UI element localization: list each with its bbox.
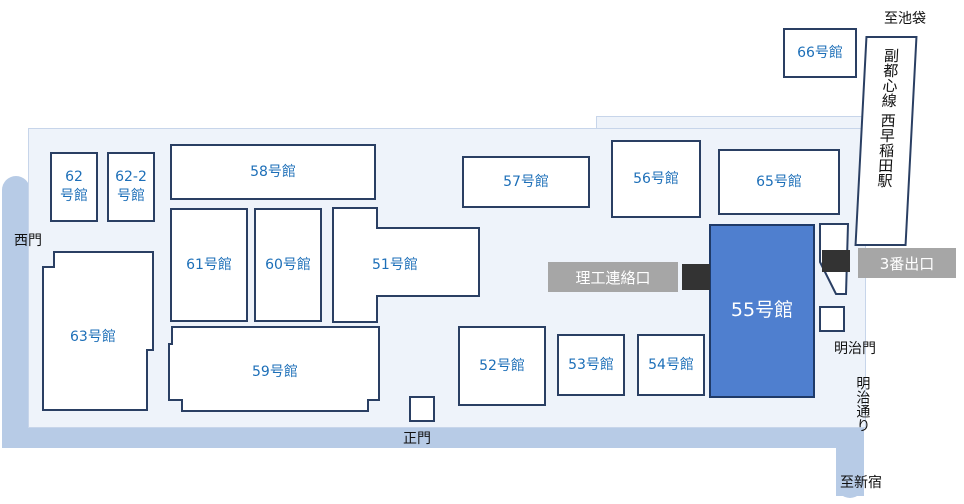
south-road [2, 426, 864, 448]
station-name: 副都心線 西早稲田駅 [875, 48, 901, 188]
building-51-outline [332, 207, 480, 323]
building-65[interactable]: 65号館 [718, 149, 840, 215]
building-51[interactable]: 51号館 [372, 257, 418, 273]
meiji-gate-box [819, 306, 845, 332]
west-road [2, 176, 30, 448]
building-59-outline [168, 326, 380, 412]
exit-3-label: 3番出口 [858, 248, 956, 278]
main-gate-box [409, 396, 435, 422]
west-gate-label: 西門 [14, 233, 42, 249]
riko-connector-passage [682, 264, 710, 290]
building-62-2[interactable]: 62-2 号館 [107, 152, 155, 222]
direction-south-label: 至新宿 [840, 475, 882, 491]
meiji-dori-road-end [836, 470, 864, 498]
building-57[interactable]: 57号館 [462, 156, 590, 208]
building-59[interactable]: 59号館 [252, 364, 298, 380]
building-63-outline [42, 251, 154, 411]
main-gate-label: 正門 [403, 431, 431, 447]
building-53[interactable]: 53号館 [557, 334, 625, 396]
exit-3-passage [822, 250, 850, 272]
building-58[interactable]: 58号館 [170, 144, 376, 200]
building-61[interactable]: 61号館 [170, 208, 248, 322]
building-56[interactable]: 56号館 [611, 140, 701, 218]
meiji-dori-label: 明治通り [854, 376, 871, 432]
building-55[interactable]: 55号館 [709, 224, 815, 398]
direction-north-label: 至池袋 [884, 11, 926, 27]
building-62[interactable]: 62 号館 [50, 152, 98, 222]
nishi-waseda-station: 副都心線 西早稲田駅 [854, 36, 918, 246]
building-63[interactable]: 63号館 [70, 329, 116, 345]
riko-connector-label: 理工連絡口 [548, 262, 678, 292]
building-52[interactable]: 52号館 [458, 326, 546, 406]
meiji-gate-label: 明治門 [834, 341, 876, 357]
building-66[interactable]: 66号館 [783, 28, 857, 78]
building-60[interactable]: 60号館 [254, 208, 322, 322]
building-54[interactable]: 54号館 [637, 334, 705, 396]
